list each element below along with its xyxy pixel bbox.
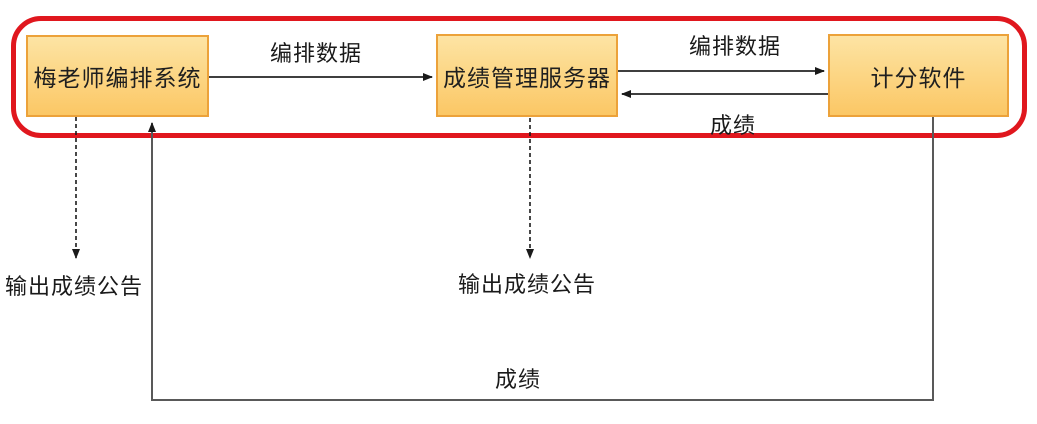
node-arrangement-system: 梅老师编排系统 [26, 35, 209, 117]
edge-label-score-return: 成绩 [709, 113, 757, 138]
node-scoring-software: 计分软件 [828, 34, 1009, 117]
edge-label-arrangement-data-1: 编排数据 [269, 41, 363, 66]
node-score-server-label: 成绩管理服务器 [443, 64, 611, 91]
highlight-frame [11, 16, 1027, 138]
node-arrangement-system-label: 梅老师编排系统 [33, 65, 202, 91]
node-score-server: 成绩管理服务器 [436, 34, 618, 117]
edge-label-score-loop: 成绩 [494, 367, 542, 392]
edge-label-output-announcement-1: 输出成绩公告 [4, 274, 144, 299]
edge-score-loop [148, 117, 934, 401]
edge-label-output-announcement-2: 输出成绩公告 [457, 272, 597, 297]
edge-label-arrangement-data-2: 编排数据 [688, 34, 782, 59]
node-scoring-software-label: 计分软件 [870, 64, 967, 91]
